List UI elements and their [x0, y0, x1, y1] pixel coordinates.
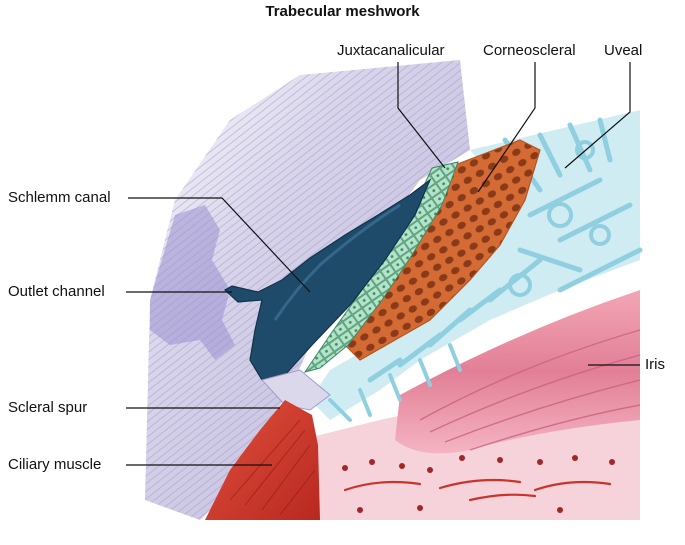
label-juxtacanalicular: Juxtacanalicular: [337, 42, 445, 59]
ciliary-body-vessels: [343, 478, 612, 502]
label-ciliary-muscle: Ciliary muscle: [8, 456, 102, 473]
leader-lines: [126, 62, 640, 466]
leader-schlemm-canal: [128, 197, 311, 293]
aqueous-vein-plexus: [150, 205, 235, 360]
label-uveal: Uveal: [604, 42, 643, 59]
scleral-spur: [261, 369, 331, 411]
uveal-meshwork: [310, 110, 643, 422]
ciliary-muscle-fibers: [229, 419, 316, 516]
leader-juxtacanalicular: [397, 62, 446, 169]
label-schlemm-canal: Schlemm canal: [8, 189, 111, 206]
label-iris: Iris: [645, 356, 665, 373]
label-outlet-channel: Outlet channel: [8, 283, 105, 300]
diagram-title: Trabecular meshwork: [265, 3, 420, 20]
schlemm-canal: [223, 178, 432, 381]
ciliary-body-dots: [342, 455, 615, 513]
schlemm-canal-highlight: [273, 203, 401, 321]
label-scleral-spur: Scleral spur: [8, 399, 88, 416]
leader-corneoscleral: [477, 62, 536, 193]
label-corneoscleral: Corneoscleral: [483, 42, 576, 59]
leader-uveal: [564, 62, 631, 169]
iris: [395, 290, 640, 454]
iris-folds: [419, 329, 641, 451]
